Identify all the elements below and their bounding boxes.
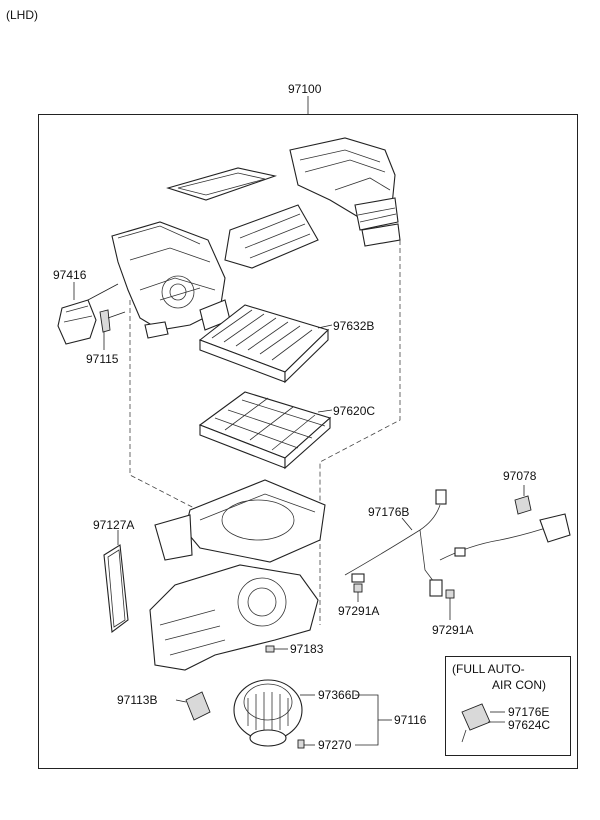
top-gasket-part — [166, 167, 278, 201]
callout-97416: 97416 — [53, 268, 87, 282]
callout-97291A-right: 97291A — [432, 623, 474, 637]
inset-callout-97624C: 97624C — [508, 718, 551, 732]
lhd-label: (LHD) — [6, 8, 38, 22]
callout-97291A-left: 97291A — [338, 604, 380, 618]
inset-title-line2: AIR CON) — [492, 678, 546, 692]
harness-97176B-part — [344, 489, 571, 597]
full-auto-aircon-inset — [445, 656, 571, 756]
bracket-97116-leader — [355, 694, 379, 746]
callout-97270: 97270 — [318, 738, 352, 752]
screw-97183-part — [265, 645, 288, 653]
callout-97632B: 97632B — [333, 319, 375, 333]
callout-97183: 97183 — [290, 642, 324, 656]
callout-97078: 97078 — [503, 469, 537, 483]
callout-97113B: 97113B — [117, 693, 158, 707]
assembly-frame — [38, 114, 578, 769]
bolt-97270-part — [297, 739, 315, 749]
screw-97115-part — [99, 309, 126, 350]
core-duct-part — [224, 204, 319, 269]
callout-97620C: 97620C — [333, 404, 376, 418]
callout-97116: 97116 — [394, 713, 427, 727]
blower-case-part — [149, 564, 319, 671]
seal-97127A-part — [103, 530, 129, 634]
assembly-part-number: 97100 — [288, 82, 322, 96]
callout-97127A: 97127A — [93, 518, 135, 532]
connector-97291A-part — [353, 583, 455, 620]
filter-frame-97620C-part — [198, 391, 333, 470]
actuator-97416-part — [57, 282, 119, 345]
inset-resistor-part — [461, 703, 505, 743]
inset-callout-97176E: 97176E — [508, 705, 550, 719]
callout-97115: 97115 — [86, 352, 119, 366]
callout-97176B: 97176B — [368, 505, 410, 519]
middle-housing-part — [154, 479, 326, 563]
blower-motor-97366D-part — [233, 679, 315, 747]
resistor-97113B-part — [175, 691, 211, 721]
connector-97078-part — [514, 485, 532, 515]
filter-97632B-part — [198, 304, 333, 384]
upper-duct-part — [289, 137, 401, 247]
callout-97366D: 97366D — [318, 688, 361, 702]
inset-title-line1: (FULL AUTO- — [452, 662, 525, 676]
